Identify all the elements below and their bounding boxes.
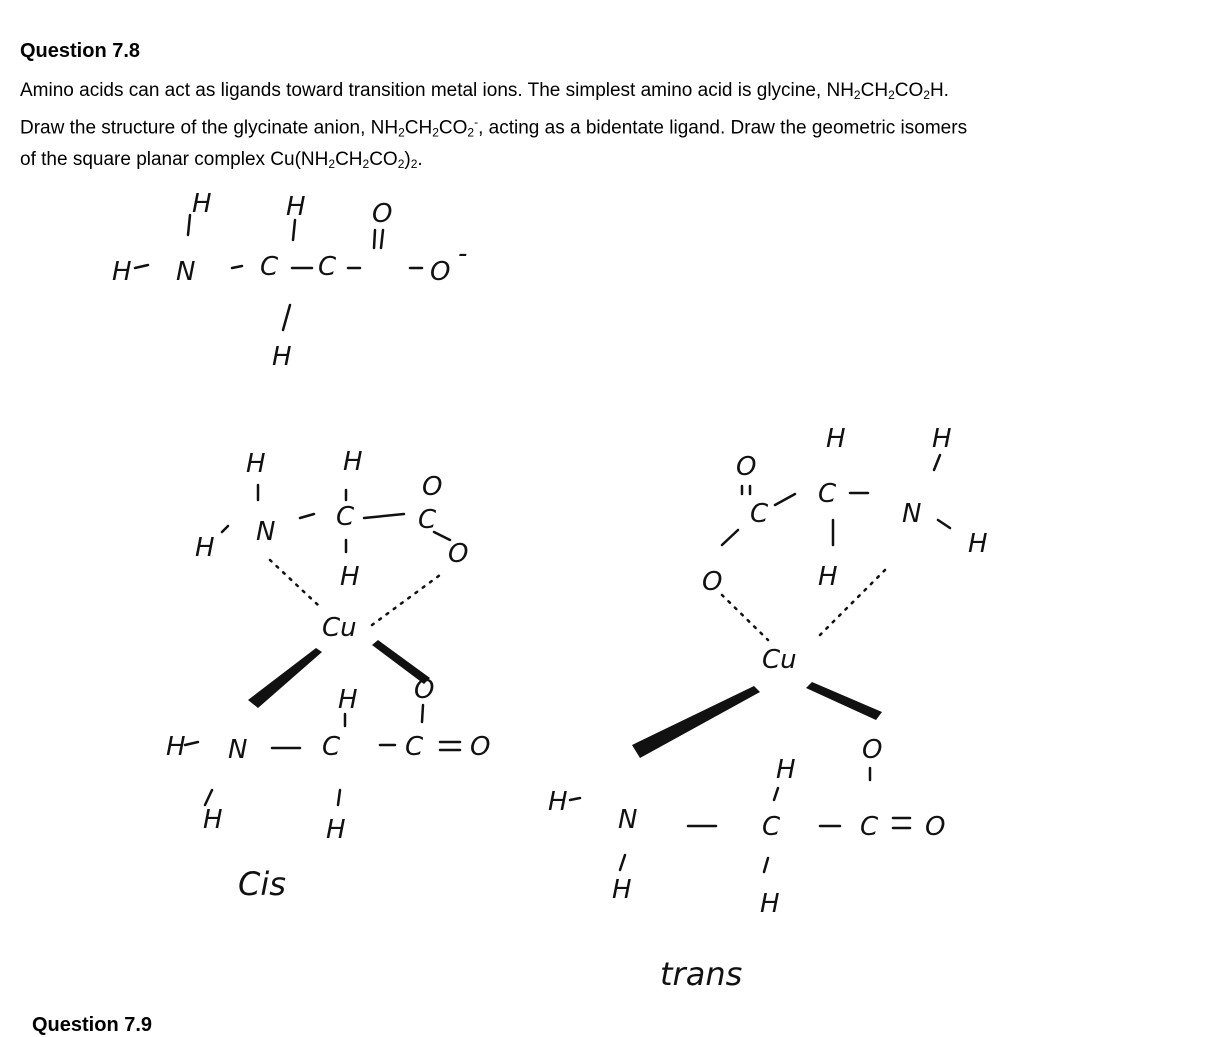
subscript: 2 [398,125,405,140]
text-segment: Draw the structure of the glycinate anio… [20,117,399,139]
atom-label: O [430,257,450,287]
text-segment: CO [894,80,924,101]
atom-label: C [260,252,279,282]
next-question-title: Question 7.9 [32,1014,153,1036]
atom-label: Cu [322,613,357,643]
subscript: 2 [397,157,405,171]
atom-label: C [336,502,355,532]
bond-lines [133,213,424,332]
atom-label: O [925,812,945,842]
wedge-bond [806,682,882,720]
question-text-line-1: Amino acids can act as ligands toward tr… [20,80,949,102]
bond-lines [568,453,952,874]
text-segment: of the square planar complex Cu(NH [20,149,329,170]
atom-label: H [932,424,952,454]
atom-label: C [418,505,437,535]
trans-label: trans [660,955,742,993]
atom-label: O [736,452,756,482]
atom-label: N [902,499,921,529]
cis-isomer: H H N C H H C O O Cu O H H N C C O H H C… [166,447,490,903]
superscript: - [474,115,479,129]
wedge-bond [248,648,322,708]
atom-label: C [762,812,781,842]
atom-label: N [618,805,637,835]
glycinate-structure: H H N C H H C O O - [112,189,467,372]
atom-label: Cu [762,645,797,675]
atom-label: H [112,257,132,287]
atom-label: O [702,567,722,597]
text-segment: CH [335,149,363,170]
atom-label: H [203,805,223,835]
atom-label: H [272,342,292,372]
text-segment: CO [438,117,468,139]
atom-label: C [318,252,337,282]
atom-label: H [340,562,360,592]
subscript: 2 [853,88,861,102]
atom-label: H [548,787,568,817]
atom-label: C [322,732,341,762]
atom-label: H [326,815,346,845]
atom-label: O [862,735,882,765]
atom-label: H [338,685,358,715]
atom-label: H [760,889,780,919]
subscript: 2 [362,157,370,171]
atom-label: N [228,735,247,765]
atom-label: C [405,732,424,762]
text-segment: Amino acids can act as ligands toward tr… [20,80,854,101]
cis-label: Cis [238,865,286,903]
text-segment: CH [860,80,889,101]
subscript: 2 [432,125,439,140]
atom-label: N [176,257,195,287]
atom-label: H [968,529,988,559]
question-title: Question 7.8 [20,40,141,62]
atom-label: H [246,449,266,479]
subscript: 2 [923,88,930,102]
atom-label: H [286,192,306,222]
subscript: 2 [467,125,475,140]
atom-label: C [750,499,769,529]
dative-bond [720,568,887,642]
question-text-line-2: Draw the structure of the glycinate anio… [20,115,967,139]
atom-label: H [166,732,186,762]
wedge-bond [632,686,760,758]
atom-label: O [422,472,442,502]
atom-label: C [860,812,879,842]
wedge-bond [372,640,430,684]
atom-label: H [826,424,846,454]
charge-label: - [458,239,467,269]
atom-label: N [256,517,275,547]
subscript: 2 [888,88,895,102]
atom-label: H [612,875,632,905]
text-segment: H. [929,80,949,101]
text-segment: CH [404,117,433,139]
subscript: 2 [328,157,336,171]
atom-label: H [192,189,212,219]
question-text-line-3: of the square planar complex Cu(NH2CH2CO… [20,149,423,171]
atom-label: O [470,732,490,762]
text-segment: CO [369,149,398,170]
atom-label: H [343,447,363,477]
dative-bond [268,558,442,627]
text-segment: ) [404,149,411,170]
atom-label: H [818,562,838,592]
atom-label: H [195,533,215,563]
text-segment: , acting as a bidentate ligand. Draw the… [478,117,968,139]
subscript: 2 [410,157,418,171]
atom-label: O [414,675,434,705]
text-segment: . [417,149,423,170]
atom-label: O [372,199,392,229]
bond-lines [183,483,462,807]
atom-label: H [776,755,796,785]
atom-label: C [818,479,837,509]
trans-isomer: O H H C C N H O H Cu O H H N C C O H H t… [548,424,988,993]
atom-label: O [448,539,468,569]
